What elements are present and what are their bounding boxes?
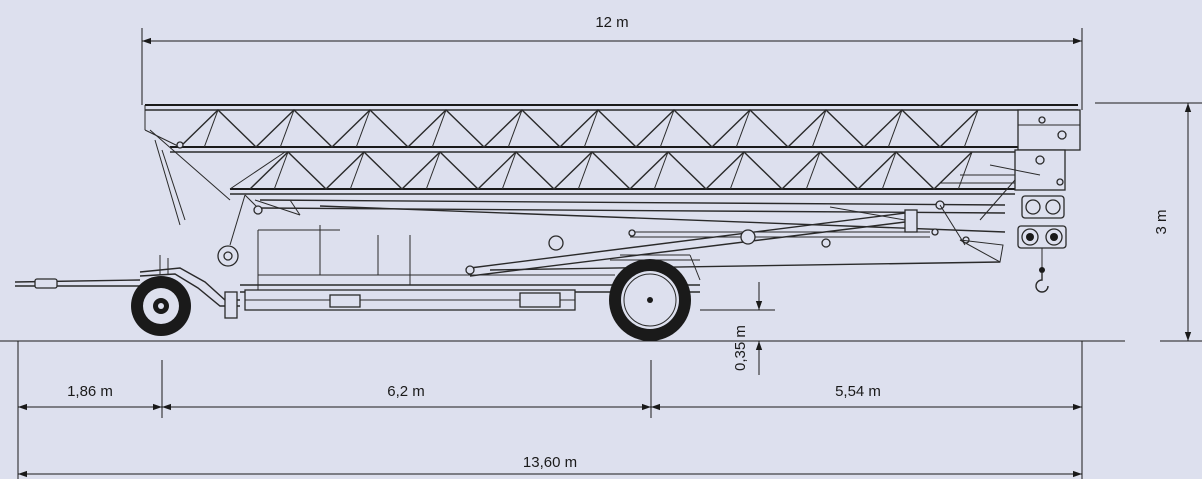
dimension-label-drawbar: 1,86 m (67, 383, 113, 400)
upper-lattice-strut (583, 109, 599, 148)
upper-lattice-strut (963, 109, 979, 148)
dimension-row-lower: 1,86 m 6,2 m 5,54 m (17, 341, 1083, 479)
lower-lattice-strut (501, 151, 517, 190)
folded-mast (259, 164, 1041, 277)
upper-lattice-strut (507, 109, 523, 148)
upper-lattice-strut (355, 109, 371, 148)
upper-lattice-strut (203, 109, 219, 148)
upper-jib (144, 104, 1078, 153)
dimension-total: 13,60 m (18, 454, 1082, 478)
front-wheel (131, 276, 191, 336)
upper-lattice-strut (279, 109, 295, 148)
lower-lattice-strut (805, 151, 821, 190)
dimension-label-height: 3 m (1153, 209, 1170, 234)
dimension-clearance: 0,35 m (700, 282, 775, 375)
upper-lattice-strut (659, 109, 675, 148)
lower-lattice-strut (881, 151, 897, 190)
lower-jib (229, 151, 1015, 195)
lower-lattice-strut (273, 151, 289, 190)
chassis (14, 129, 701, 319)
upper-lattice-strut (735, 109, 751, 148)
upper-lattice-strut (887, 109, 903, 148)
upper-lattice-strut (811, 109, 827, 148)
jib-head (1014, 109, 1081, 293)
rear-wheel (609, 259, 691, 341)
lower-lattice (249, 151, 973, 190)
dimension-12m: 12 m (141, 14, 1083, 110)
upper-lattice-strut (431, 109, 447, 148)
lower-lattice-strut (349, 151, 365, 190)
lower-lattice-strut (425, 151, 441, 190)
dimension-label-overhang: 5,54 m (835, 383, 881, 400)
dimension-3m: 3 m (1095, 102, 1202, 342)
dimension-label-total: 13,60 m (523, 454, 577, 471)
lower-lattice-strut (653, 151, 669, 190)
lower-lattice-strut (577, 151, 593, 190)
dimension-label-jib: 12 m (595, 14, 628, 31)
upper-lattice (179, 109, 979, 148)
lower-lattice-strut (729, 151, 745, 190)
dimension-label-wheelbase: 6,2 m (387, 383, 425, 400)
dimension-label-clearance: 0,35 m (732, 325, 749, 371)
